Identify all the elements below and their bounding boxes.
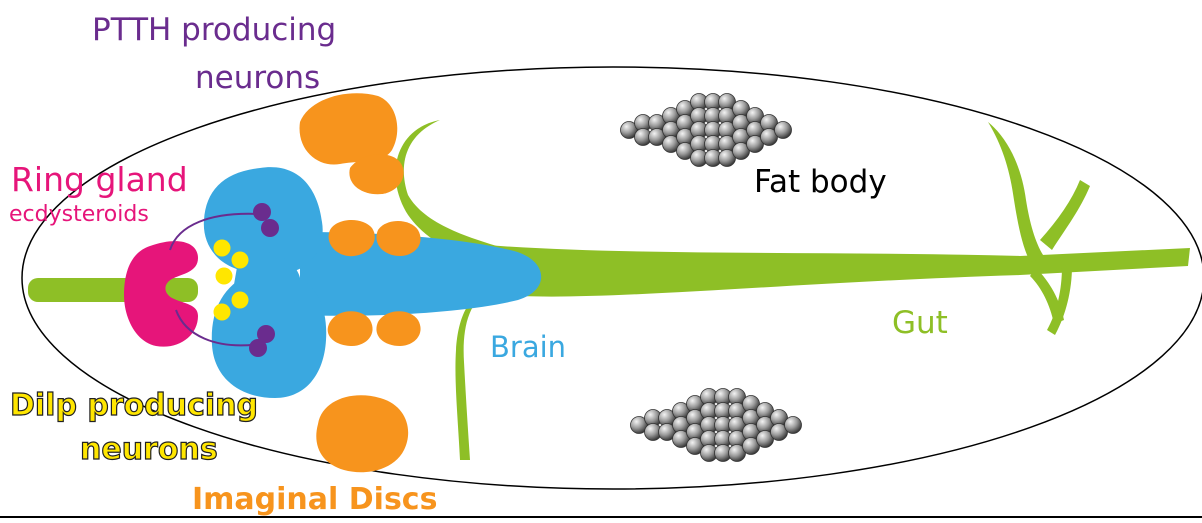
- fat-body-upper: [621, 94, 792, 167]
- fat-body-lower: [631, 389, 802, 462]
- fat-cell: [775, 122, 792, 139]
- ptth-label-line2: neurons: [195, 60, 320, 96]
- ring-gland-label: Ring gland: [11, 160, 188, 199]
- dilp-label-line1: Dilp producing: [10, 388, 258, 423]
- fat-cell: [785, 417, 802, 434]
- gut-label: Gut: [892, 305, 948, 341]
- dilp-label-line2: neurons: [80, 432, 218, 467]
- fat-body-label: Fat body: [754, 164, 887, 200]
- imaginal-discs-label: Imaginal Discs: [192, 482, 437, 517]
- brain-label: Brain: [490, 330, 566, 364]
- ecdysteroids-label: ecdysteroids: [9, 202, 149, 227]
- ptth-label-line1: PTTH producing: [92, 12, 336, 48]
